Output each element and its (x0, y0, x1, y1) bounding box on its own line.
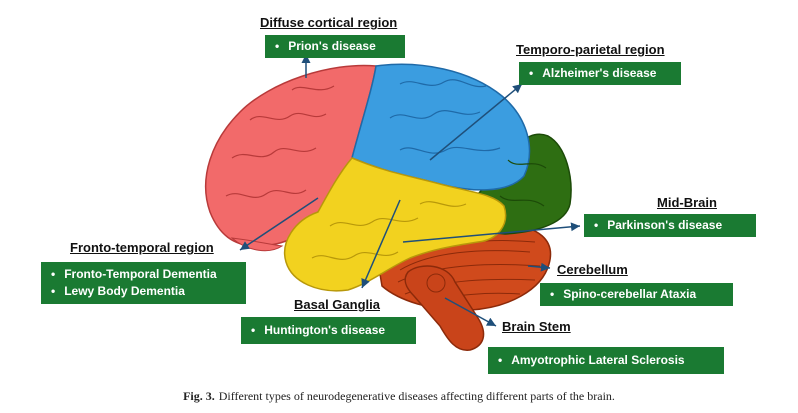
fronto-temporal-disease-box: Fronto-Temporal Dementia Lewy Body Demen… (41, 262, 246, 304)
disease-als: Amyotrophic Lateral Sclerosis (498, 352, 714, 369)
caption-text: Different types of neurodegenerative dis… (218, 389, 615, 403)
brain-stem-title: Brain Stem (502, 319, 571, 334)
fronto-temporal-title: Fronto-temporal region (70, 240, 214, 255)
mid-brain-disease-box: Parkinson's disease (584, 214, 756, 237)
brain-stem-disease-box: Amyotrophic Lateral Sclerosis (488, 347, 724, 374)
caption-label: Fig. 3. (183, 389, 215, 403)
gyri-pattern (225, 79, 547, 261)
arrow-cerebellum (527, 262, 551, 272)
arrow-mid-brain (402, 222, 581, 243)
diffuse-cortical-disease-box: Prion's disease (265, 35, 405, 58)
disease-alzheimers: Alzheimer's disease (529, 65, 671, 82)
figure-caption: Fig. 3.Different types of neurodegenerat… (0, 389, 798, 404)
arrow-fronto-temporal (239, 197, 319, 251)
temporo-parietal-disease-box: Alzheimer's disease (519, 62, 681, 85)
arrow-temporo-parietal (429, 83, 523, 161)
diffuse-cortical-title: Diffuse cortical region (260, 15, 398, 30)
arrow-brain-stem (444, 297, 497, 327)
pointer-arrows (239, 54, 581, 327)
temporal-lobe-shape (284, 157, 507, 292)
disease-fronto-temporal-dementia: Fronto-Temporal Dementia (51, 266, 236, 283)
cerebellum-title: Cerebellum (557, 262, 628, 277)
cerebellum-disease-box: Spino-cerebellar Ataxia (540, 283, 733, 306)
temporo-parietal-title: Temporo-parietal region (516, 42, 665, 57)
parietal-lobe-shape (351, 63, 531, 191)
basal-ganglia-disease-box: Huntington's disease (241, 317, 416, 344)
brain-stem-shape (404, 265, 485, 351)
arrow-basal-ganglia (361, 199, 401, 289)
disease-lewy-body-dementia: Lewy Body Dementia (51, 283, 236, 300)
disease-prions: Prion's disease (275, 38, 395, 55)
disease-spino-cerebellar-ataxia: Spino-cerebellar Ataxia (550, 286, 723, 303)
disease-huntingtons: Huntington's disease (251, 322, 406, 339)
basal-ganglia-title: Basal Ganglia (294, 297, 380, 312)
pons-circle (426, 273, 446, 293)
disease-parkinsons: Parkinson's disease (594, 217, 746, 234)
mid-brain-title: Mid-Brain (657, 195, 717, 210)
